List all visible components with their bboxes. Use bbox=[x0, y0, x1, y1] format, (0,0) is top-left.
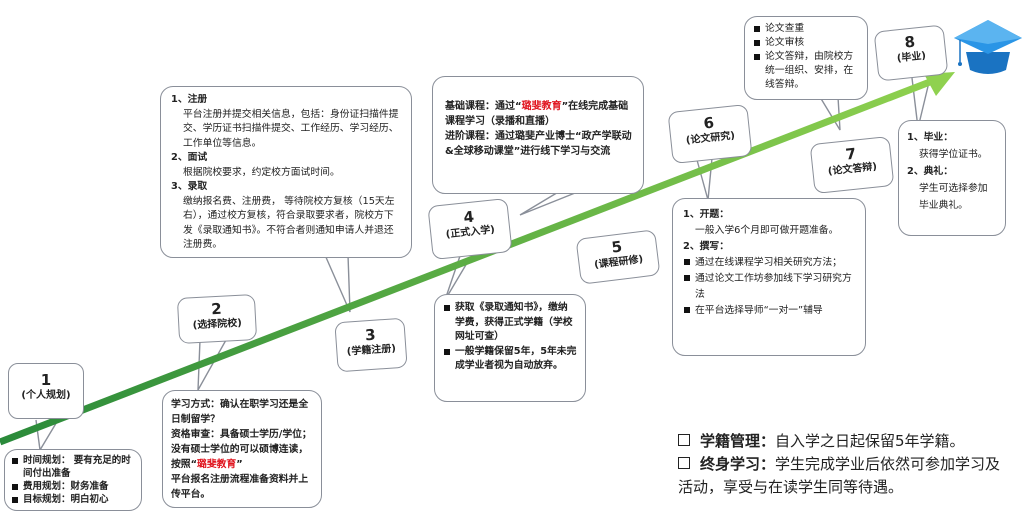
choose-school-box: 学习方式：确认在职学习还是全日制留学？ 资格审查：具备硕士学历/学位；没有硕士学… bbox=[162, 390, 322, 508]
list-item: 在平台选择导师“一对一”辅导 bbox=[683, 303, 855, 319]
checkbox-icon bbox=[678, 457, 690, 469]
step-label: (个人规划) bbox=[21, 390, 71, 401]
ceremony-text: 学生可选择参加毕业典礼。 bbox=[919, 183, 988, 211]
list-item: 通过在线课程学习相关研究方法； bbox=[683, 255, 855, 271]
basic-course-text: 基础课程：通过“璐斐教育”在线完成基础课程学习（录播和直播） bbox=[445, 101, 629, 127]
graduation-box: 1、毕业： 获得学位证书。 2、典礼： 学生可选择参加毕业典礼。 bbox=[898, 120, 1006, 236]
qualification-text: 资格审查：具备硕士学历/学位；没有硕士学位的可以硕博连读，按照“璐斐教育” bbox=[171, 429, 312, 470]
list-item: 目标规划：明白初心 bbox=[11, 493, 135, 506]
ceremony-heading: 2、典礼： bbox=[907, 166, 954, 177]
notes-panel: 学籍管理：自入学之日起保留5年学籍。 终身学习：学生完成学业后依然可参加学习及活… bbox=[678, 430, 1008, 499]
list-item: 论文审核 bbox=[753, 36, 859, 50]
list-item: 论文答辩，由院校方统一组织、安排，在线答辩。 bbox=[753, 50, 859, 92]
registration-box: 1、注册 平台注册并提交相关信息，包括：身份证扫描件提交、学历证书扫描件提交、工… bbox=[160, 86, 412, 258]
list-item: 通过论文工作坊参加线下学习研究方法 bbox=[683, 271, 855, 303]
graduation-heading: 1、毕业： bbox=[907, 132, 954, 143]
upload-text: 平台报名注册流程准备资料并上传平台。 bbox=[171, 474, 309, 500]
step-label: (选择院校) bbox=[192, 317, 243, 332]
step-1-badge: 1 (个人规划) bbox=[8, 363, 84, 419]
thesis-research-box: 1、开题： 一般入学6个月即可做开题准备。 2、撰写： 通过在线课程学习相关研究… bbox=[672, 198, 866, 356]
enrollment-box: 获取《录取通知书》，缴纳学费，获得正式学籍（学校网址可查） 一般学籍保留5年，5… bbox=[434, 294, 586, 402]
checkbox-icon bbox=[678, 434, 690, 446]
step-4-badge: 4 (正式入学) bbox=[427, 197, 513, 261]
writing-heading: 2、撰写： bbox=[683, 241, 730, 252]
register-heading: 1、注册 bbox=[171, 94, 208, 105]
register-text: 平台注册并提交相关信息，包括：身份证扫描件提交、学历证书扫描件提交、工作经历、学… bbox=[183, 108, 399, 149]
interview-text: 根据院校要求，约定校方面试时间。 bbox=[183, 166, 340, 178]
step-6-badge: 6 (论文研究) bbox=[667, 103, 753, 165]
course-study-box: 基础课程：通过“璐斐教育”在线完成基础课程学习（录播和直播） 进阶课程：通过璐斐… bbox=[432, 76, 644, 194]
proposal-heading: 1、开题： bbox=[683, 209, 730, 220]
step-3-badge: 3 (学籍注册) bbox=[334, 317, 408, 373]
personal-planning-box: 时间规划： 要有充足的时间付出准备 费用规划：财务准备 目标规划：明白初心 bbox=[4, 449, 142, 511]
list-item: 论文查重 bbox=[753, 22, 859, 36]
brand-name: 璐斐教育 bbox=[197, 459, 237, 470]
admission-heading: 3、录取 bbox=[171, 181, 208, 192]
list-item: 费用规划：财务准备 bbox=[11, 480, 135, 493]
step-2-badge: 2 (选择院校) bbox=[176, 293, 258, 345]
step-7-badge: 7 (论文答辩) bbox=[809, 135, 895, 195]
lifelong-learning-note: 终身学习：学生完成学业后依然可参加学习及活动，享受与在读学生同等待遇。 bbox=[678, 455, 1001, 496]
proposal-text: 一般入学6个月即可做开题准备。 bbox=[695, 225, 839, 236]
graduation-text: 获得学位证书。 bbox=[919, 149, 988, 160]
admission-text: 缴纳报名费、注册费， 等待院校方复核（15天左右），通过校方复核，符合录取要求者… bbox=[183, 195, 395, 251]
list-item: 时间规划： 要有充足的时间付出准备 bbox=[11, 454, 135, 480]
list-item: 获取《录取通知书》，缴纳学费，获得正式学籍（学校网址可查） bbox=[443, 301, 577, 345]
advanced-course-text: 进阶课程：通过璐斐产业博士“政产学联动&全球移动课堂”进行线下学习与交流 bbox=[445, 131, 632, 157]
step-8-badge: 8 (毕业) bbox=[873, 24, 949, 82]
brand-name: 璐斐教育 bbox=[521, 101, 562, 112]
graduation-cap-icon bbox=[954, 20, 1022, 74]
step-5-badge: 5 (课程研修) bbox=[575, 229, 661, 285]
progress-arrow bbox=[0, 72, 955, 446]
list-item: 一般学籍保留5年，5年未完成学业者视为自动放弃。 bbox=[443, 345, 577, 374]
status-management-note: 学籍管理：自入学之日起保留5年学籍。 bbox=[678, 430, 1008, 453]
step-number: 1 bbox=[40, 371, 52, 389]
interview-heading: 2、面试 bbox=[171, 152, 208, 163]
thesis-defense-box: 论文查重 论文审核 论文答辩，由院校方统一组织、安排，在线答辩。 bbox=[744, 16, 868, 100]
study-mode-text: 学习方式：确认在职学习还是全日制留学？ bbox=[171, 399, 309, 425]
